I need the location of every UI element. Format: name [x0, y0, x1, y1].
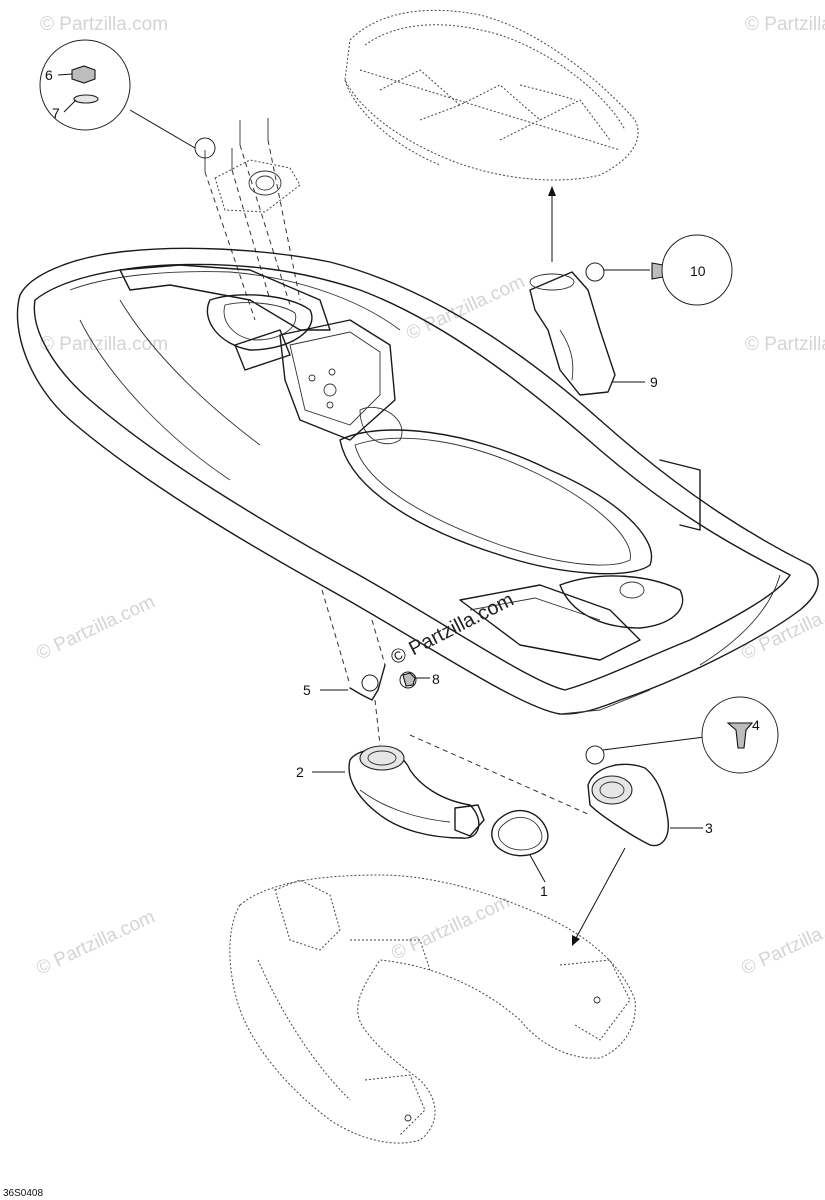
alignment-lines [374, 699, 591, 816]
watermark-5: © Partzilla.com [33, 591, 158, 664]
air-duct: 2 [296, 745, 485, 839]
watermark-7: © Partzilla.com [33, 906, 158, 979]
callout-3: 3 [705, 820, 713, 836]
callout-1: 1 [540, 883, 548, 899]
callout-4: 4 [752, 717, 760, 733]
watermark-10: © Partzilla.com [388, 891, 513, 964]
watermark-8: © Partzilla.com [738, 906, 825, 979]
hull-body [16, 247, 819, 715]
reference-code: 36S0408 [3, 1188, 43, 1199]
watermark-2: © Partzilla.com [745, 14, 825, 35]
watermark-1: © Partzilla.com [40, 14, 168, 35]
seal-ring: 1 [491, 809, 549, 899]
callout-5: 5 [303, 682, 311, 698]
lower-duct [229, 874, 636, 1144]
watermark-6: © Partzilla.com [738, 591, 825, 664]
callout-8: 8 [432, 671, 440, 687]
watermark-4: © Partzilla.com [745, 334, 825, 355]
watermark-9: © Partzilla.com [403, 271, 528, 344]
arrow-to-seat [548, 186, 556, 262]
callout-7: 7 [52, 105, 60, 121]
console-bracket [214, 159, 301, 213]
watermark-3: © Partzilla.com [40, 334, 168, 355]
arrow-to-lower-duct [572, 847, 626, 946]
clamp-bracket: 5 8 [303, 589, 440, 701]
bolts [204, 118, 301, 321]
callout-6: 6 [45, 67, 53, 83]
inset-nut-washer: 6 7 [39, 39, 216, 159]
vent-cover: 3 4 [585, 696, 779, 847]
callout-2: 2 [296, 764, 304, 780]
seat-part [344, 9, 639, 181]
callout-9: 9 [650, 374, 658, 390]
callout-10: 10 [690, 263, 706, 279]
storage-tube: 10 9 [529, 234, 733, 396]
